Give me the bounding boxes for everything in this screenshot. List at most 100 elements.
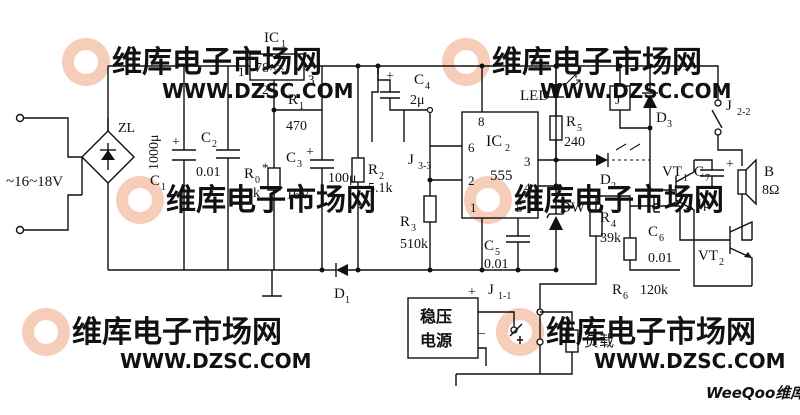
svg-text:6: 6 bbox=[659, 233, 664, 244]
watermark-site-cn: 维库电子市场网 bbox=[514, 183, 724, 218]
transistor-vt2: VT 2 bbox=[679, 206, 753, 287]
switch-j22: J 2-2 bbox=[711, 92, 750, 166]
relay-label: J bbox=[615, 93, 621, 108]
svg-text:2: 2 bbox=[611, 181, 616, 192]
r2-label: R bbox=[368, 162, 378, 178]
capacitor-c5: C 5 0.01 bbox=[479, 230, 530, 273]
j22-label: J bbox=[726, 98, 732, 114]
r2-value: 5.1k bbox=[368, 181, 393, 196]
svg-text:4: 4 bbox=[524, 180, 531, 195]
svg-text:7: 7 bbox=[705, 173, 710, 184]
watermark-site-cn: 维库电子市场网 bbox=[166, 183, 376, 218]
svg-text:0: 0 bbox=[255, 175, 260, 186]
svg-text:8: 8 bbox=[478, 114, 485, 129]
c2-label: C bbox=[201, 130, 211, 146]
speaker-b: B 8Ω bbox=[737, 158, 779, 241]
c4-value: 2μ bbox=[410, 93, 425, 108]
bridge-rectifier-zl: ZL bbox=[81, 118, 135, 270]
svg-text:1: 1 bbox=[281, 39, 286, 50]
svg-text:3: 3 bbox=[667, 119, 672, 130]
led-indicator: LED bbox=[520, 66, 581, 104]
relay-j: J bbox=[609, 63, 650, 129]
vt2-label: VT bbox=[698, 248, 718, 264]
d1-label: D bbox=[334, 286, 345, 302]
svg-text:4: 4 bbox=[425, 81, 430, 92]
c3-value: 100μ bbox=[328, 171, 357, 186]
r5-label: R bbox=[566, 114, 576, 130]
capacitor-c2: C 2 0.01 bbox=[196, 66, 240, 270]
c1-label: C bbox=[150, 173, 160, 189]
d3-label: D bbox=[656, 110, 667, 126]
svg-text:2: 2 bbox=[719, 257, 724, 268]
svg-text:*: * bbox=[262, 160, 269, 175]
c2-value: 0.01 bbox=[196, 165, 221, 180]
svg-text:2: 2 bbox=[379, 171, 384, 182]
input-voltage-label: ~16~18V bbox=[6, 174, 63, 190]
regulated-supply: 稳压 电源 + − bbox=[407, 285, 573, 386]
load-label: 负载 bbox=[584, 333, 614, 350]
r6-label: R bbox=[612, 282, 622, 298]
c1-value: 1000μ bbox=[147, 134, 162, 170]
watermark-site-url: WWW.DZSC.COM bbox=[540, 79, 732, 103]
c6-value: 0.01 bbox=[648, 251, 673, 266]
top-rail-unreg bbox=[107, 65, 250, 131]
svg-text:3: 3 bbox=[524, 154, 531, 169]
svg-text:1-1: 1-1 bbox=[498, 291, 511, 302]
brand-text: WeeQoo维库 bbox=[706, 384, 800, 402]
dw-label: DW bbox=[560, 200, 586, 216]
c3-voltage: 16V bbox=[286, 188, 310, 203]
capacitor-c6: C 6 0.01 bbox=[623, 196, 680, 271]
capacitor-c4: + C 4 2μ J 3-3 bbox=[371, 63, 434, 172]
svg-text:2: 2 bbox=[262, 82, 269, 97]
c7-label: C bbox=[694, 164, 704, 180]
ic2-body: 555 bbox=[490, 168, 513, 184]
r3-value: 510k bbox=[400, 237, 428, 252]
diode-d2: D 2 bbox=[553, 143, 650, 192]
ac-input: ~16~18V bbox=[6, 113, 82, 235]
svg-text:5: 5 bbox=[577, 123, 582, 134]
resistor-r5: R 5 240 bbox=[549, 97, 585, 160]
watermark-site-cn: 维库电子市场网 bbox=[546, 315, 756, 350]
ic2-label: IC bbox=[486, 133, 502, 150]
d2-label: D bbox=[600, 172, 611, 188]
r1-label: R bbox=[288, 92, 298, 108]
svg-text:+: + bbox=[468, 285, 476, 300]
r3-label: R bbox=[400, 214, 410, 230]
svg-text:2: 2 bbox=[505, 143, 510, 154]
supply-label-1: 稳压 bbox=[420, 307, 452, 326]
watermark-site-cn: 维库电子市场网 bbox=[72, 315, 282, 350]
ic1-label: IC bbox=[264, 30, 279, 46]
switch-j11: J 1-1 bbox=[488, 282, 544, 374]
svg-text:−: − bbox=[478, 327, 486, 342]
watermark-site-url: WWW.DZSC.COM bbox=[120, 349, 312, 373]
watermark-layer: 维库电子市场网 WWW.DZSC.COM 维库电子市场网 维库电子市场网 WWW… bbox=[22, 38, 800, 402]
svg-text:2: 2 bbox=[468, 173, 475, 188]
r1-value: 470 bbox=[286, 119, 307, 134]
svg-text:1: 1 bbox=[683, 173, 688, 184]
svg-text:1: 1 bbox=[345, 295, 350, 306]
ic1-regulator: 78×× IC 1 1 2 3 bbox=[238, 30, 315, 110]
c7-value: 1μ bbox=[696, 197, 711, 212]
watermark-mid-right: 维库电子市场网 bbox=[464, 176, 724, 224]
svg-text:2-2: 2-2 bbox=[737, 107, 750, 118]
svg-text:1: 1 bbox=[161, 182, 166, 193]
watermark-middle: 维库电子市场网 bbox=[116, 176, 376, 224]
brand-logo: WeeQoo维库 bbox=[706, 384, 800, 402]
watermark-top: 维库电子市场网 WWW.DZSC.COM bbox=[62, 38, 354, 103]
r0-label: R bbox=[244, 166, 254, 182]
watermark-site-url: WWW.DZSC.COM bbox=[162, 79, 354, 103]
svg-text:6: 6 bbox=[468, 140, 475, 155]
resistor-r2: R 2 5.1k bbox=[351, 63, 393, 273]
capacitor-c7: C 7 1μ + bbox=[694, 157, 734, 212]
svg-text:2: 2 bbox=[212, 139, 217, 150]
svg-text:4: 4 bbox=[611, 219, 616, 230]
r4-label: R bbox=[600, 210, 610, 226]
capacitor-c3: + C 3 100μ 16V bbox=[286, 110, 357, 270]
svg-text:+: + bbox=[386, 69, 394, 84]
svg-text:3: 3 bbox=[297, 159, 302, 170]
svg-text:5: 5 bbox=[516, 200, 523, 215]
watermark-site-cn: 维库电子市场网 bbox=[112, 45, 322, 80]
resistor-r6-label: R 6 120k bbox=[612, 282, 668, 302]
svg-text:1: 1 bbox=[470, 200, 477, 215]
